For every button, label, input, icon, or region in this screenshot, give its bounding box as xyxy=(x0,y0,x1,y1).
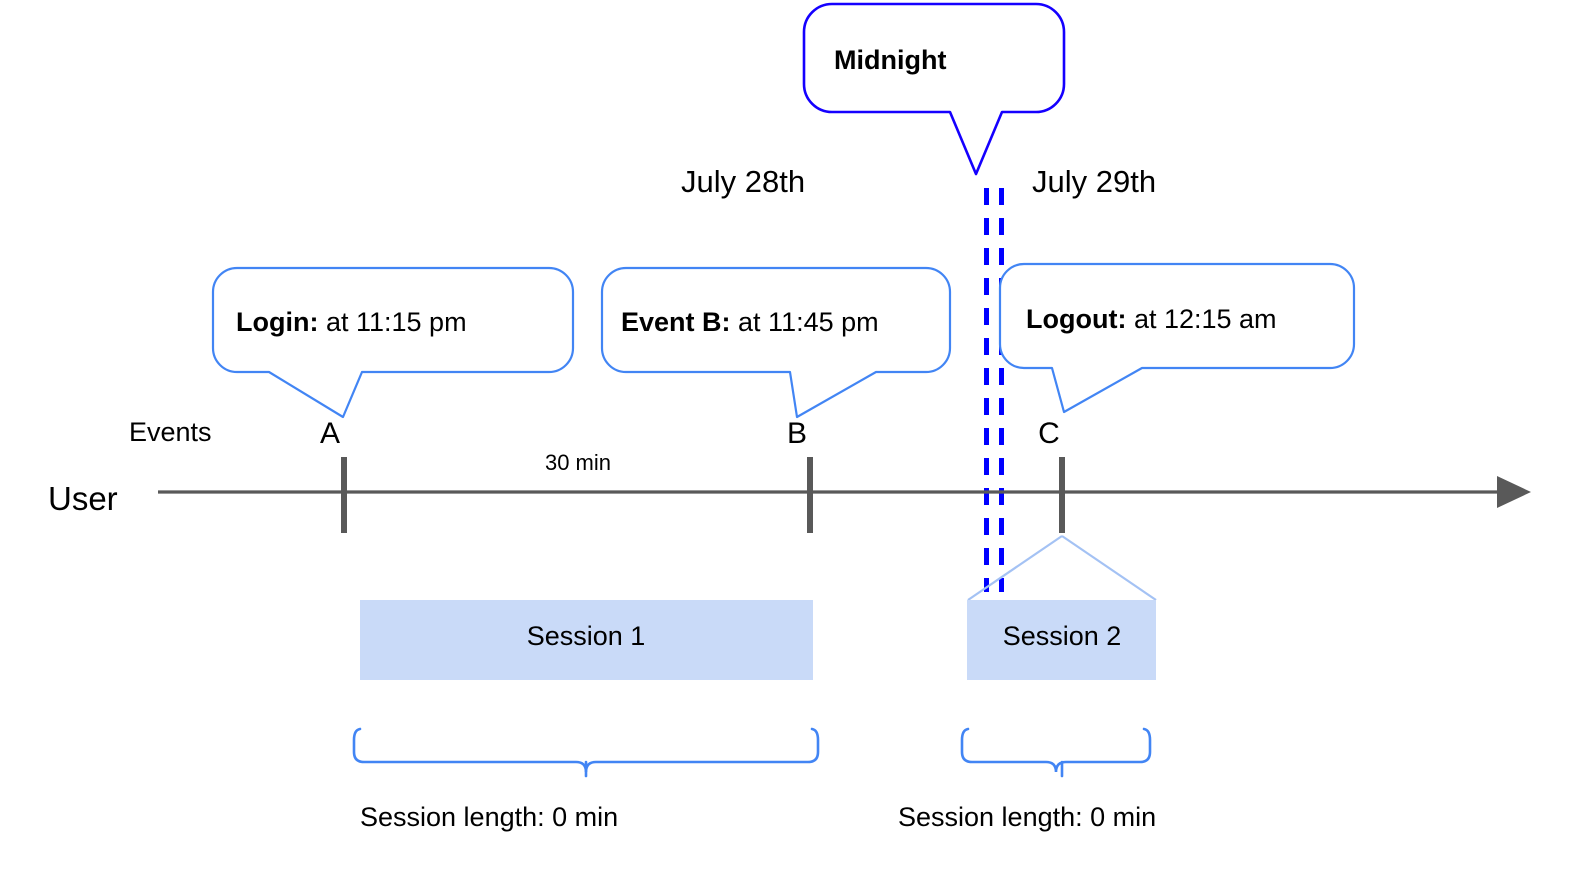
midnight-callout-shape xyxy=(802,2,1066,176)
callout-logout: Logout: at 12:15 am xyxy=(998,262,1356,414)
callout-logout-shape xyxy=(998,262,1356,414)
callout-event-b-bold: Event B: xyxy=(621,307,731,337)
session-2-length-label: Session length: 0 min xyxy=(898,802,1156,832)
callout-logout-text: Logout: at 12:15 am xyxy=(1026,304,1277,334)
session-2-connector-right xyxy=(1061,535,1157,601)
event-letter-c: C xyxy=(1038,417,1060,450)
event-letter-a: A xyxy=(320,417,340,450)
midnight-divider xyxy=(984,188,1004,592)
midnight-callout: Midnight xyxy=(802,2,1066,176)
session-1-length-label: Session length: 0 min xyxy=(360,802,618,832)
session-block-2-label: Session 2 xyxy=(1003,621,1122,651)
events-row-label: Events xyxy=(129,417,212,447)
session-block-2-rect xyxy=(967,600,1156,680)
callout-event-b-text: Event B: at 11:45 pm xyxy=(621,307,879,337)
callout-login-rest: at 11:15 pm xyxy=(318,307,466,337)
callout-login-shape xyxy=(211,266,575,419)
callout-login: Login: at 11:15 pm xyxy=(211,266,575,419)
midnight-label: Midnight xyxy=(834,45,946,75)
session-block-1-label: Session 1 xyxy=(527,621,646,651)
callout-logout-rest: at 12:15 am xyxy=(1126,304,1276,334)
event-letter-b: B xyxy=(787,417,807,450)
callout-login-text: Login: at 11:15 pm xyxy=(236,307,467,337)
gap-label-30-min: 30 min xyxy=(545,450,611,475)
timeline-arrow-icon xyxy=(1497,476,1531,508)
callout-logout-bold: Logout: xyxy=(1026,304,1126,334)
callout-login-bold: Login: xyxy=(236,307,318,337)
date-label-july-29: July 29th xyxy=(1032,164,1156,199)
user-row-label: User xyxy=(48,480,118,517)
timeline-axis xyxy=(158,476,1531,508)
date-label-july-28: July 28th xyxy=(681,164,805,199)
session-2-connector-left xyxy=(967,535,1063,601)
callout-event-b-shape xyxy=(600,266,952,419)
session-block-1-rect xyxy=(360,600,813,680)
session-2-brace xyxy=(960,727,1152,773)
session-block-1: Session 1 xyxy=(360,600,813,680)
session-2-connector xyxy=(967,535,1157,601)
session-block-2: Session 2 xyxy=(967,600,1156,680)
callout-event-b-rest: at 11:45 pm xyxy=(731,307,879,337)
callout-event-b: Event B: at 11:45 pm xyxy=(600,266,952,419)
